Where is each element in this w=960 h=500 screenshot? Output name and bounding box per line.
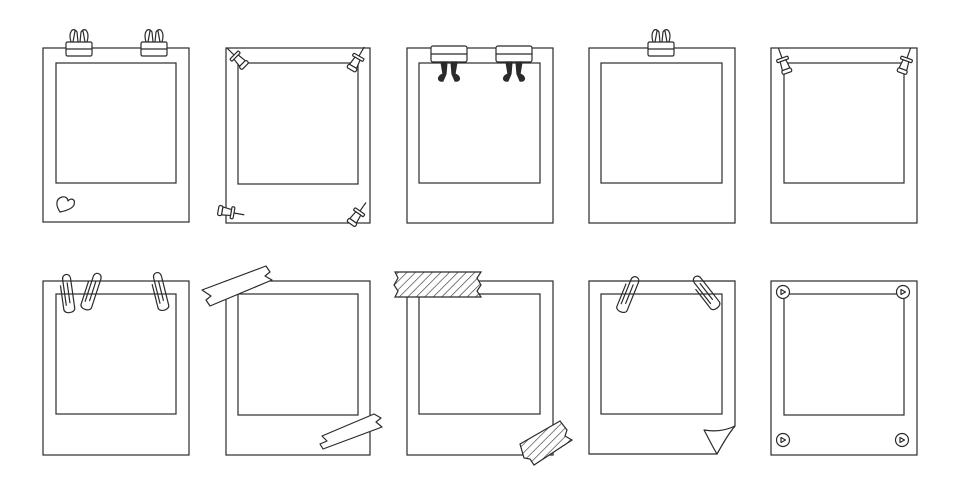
polaroid-frame-8 <box>393 271 574 466</box>
photo-corner-icon <box>775 284 791 300</box>
curled-corner-icon <box>703 425 736 455</box>
polaroid-frame-9 <box>588 273 736 455</box>
binder-clip-icon <box>140 29 168 57</box>
washi-tape-icon <box>319 413 383 450</box>
polaroid-frame-6 <box>42 270 190 456</box>
polaroid-frame-5 <box>770 45 918 224</box>
photo-corner-icon <box>895 284 911 300</box>
striped-tape-icon <box>393 271 483 298</box>
binder-clip-icon <box>65 29 93 57</box>
polaroid-frame-10 <box>770 280 918 456</box>
photo-corner-icon <box>894 432 910 448</box>
polaroid-frame-1 <box>42 29 190 223</box>
binder-clip-icon <box>647 29 675 57</box>
polaroid-frame-3 <box>406 45 554 224</box>
polaroid-frame-2 <box>216 43 372 229</box>
heart-icon <box>56 196 75 213</box>
striped-tape-icon <box>519 420 574 466</box>
polaroid-frame-7 <box>201 265 383 456</box>
photo-corner-icon <box>775 432 791 448</box>
washi-tape-icon <box>201 265 273 307</box>
polaroid-frame-4 <box>588 29 736 224</box>
